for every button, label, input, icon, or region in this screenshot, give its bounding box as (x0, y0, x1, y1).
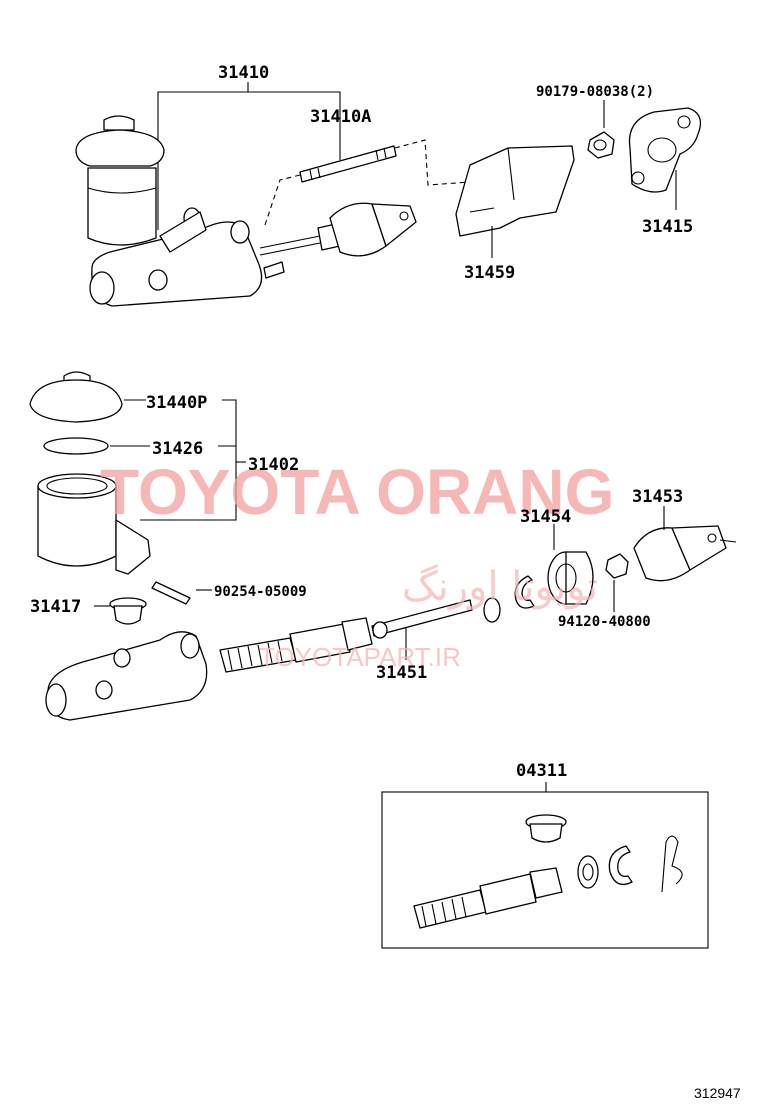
label-31451: 31451 (376, 663, 427, 683)
label-31410A: 31410A (310, 107, 371, 127)
exploded-view-drawing (29, 371, 737, 721)
label-31402: 31402 (248, 455, 299, 475)
watermark-persian-text: تویوتا اورنگ (402, 564, 598, 610)
label-90254-05009: 90254-05009 (214, 584, 307, 600)
catalog-number: 312947 (694, 1085, 741, 1101)
label-04311: 04311 (516, 761, 567, 781)
label-31410: 31410 (218, 63, 269, 83)
label-31453: 31453 (632, 487, 683, 507)
repair-kit-drawing (381, 782, 709, 949)
label-31454: 31454 (520, 507, 571, 527)
label-31417: 31417 (30, 597, 81, 617)
label-31415: 31415 (642, 217, 693, 237)
label-31440P: 31440P (146, 393, 207, 413)
label-94120-40800: 94120-40800 (558, 614, 651, 630)
label-90179-08038: 90179-08038(2) (536, 84, 654, 100)
master-cylinder-assembly-drawing (75, 82, 702, 307)
watermark: TOYOTA ORANG تویوتا اورنگ TOYOTAPART.IR (100, 456, 614, 672)
watermark-main-text: TOYOTA ORANG (100, 456, 614, 528)
part-labels: 31410 31410A 90179-08038(2) 31415 31459 … (30, 63, 741, 1101)
watermark-url-text: TOYOTAPART.IR (259, 642, 461, 672)
label-31426: 31426 (152, 439, 203, 459)
label-31459: 31459 (464, 263, 515, 283)
